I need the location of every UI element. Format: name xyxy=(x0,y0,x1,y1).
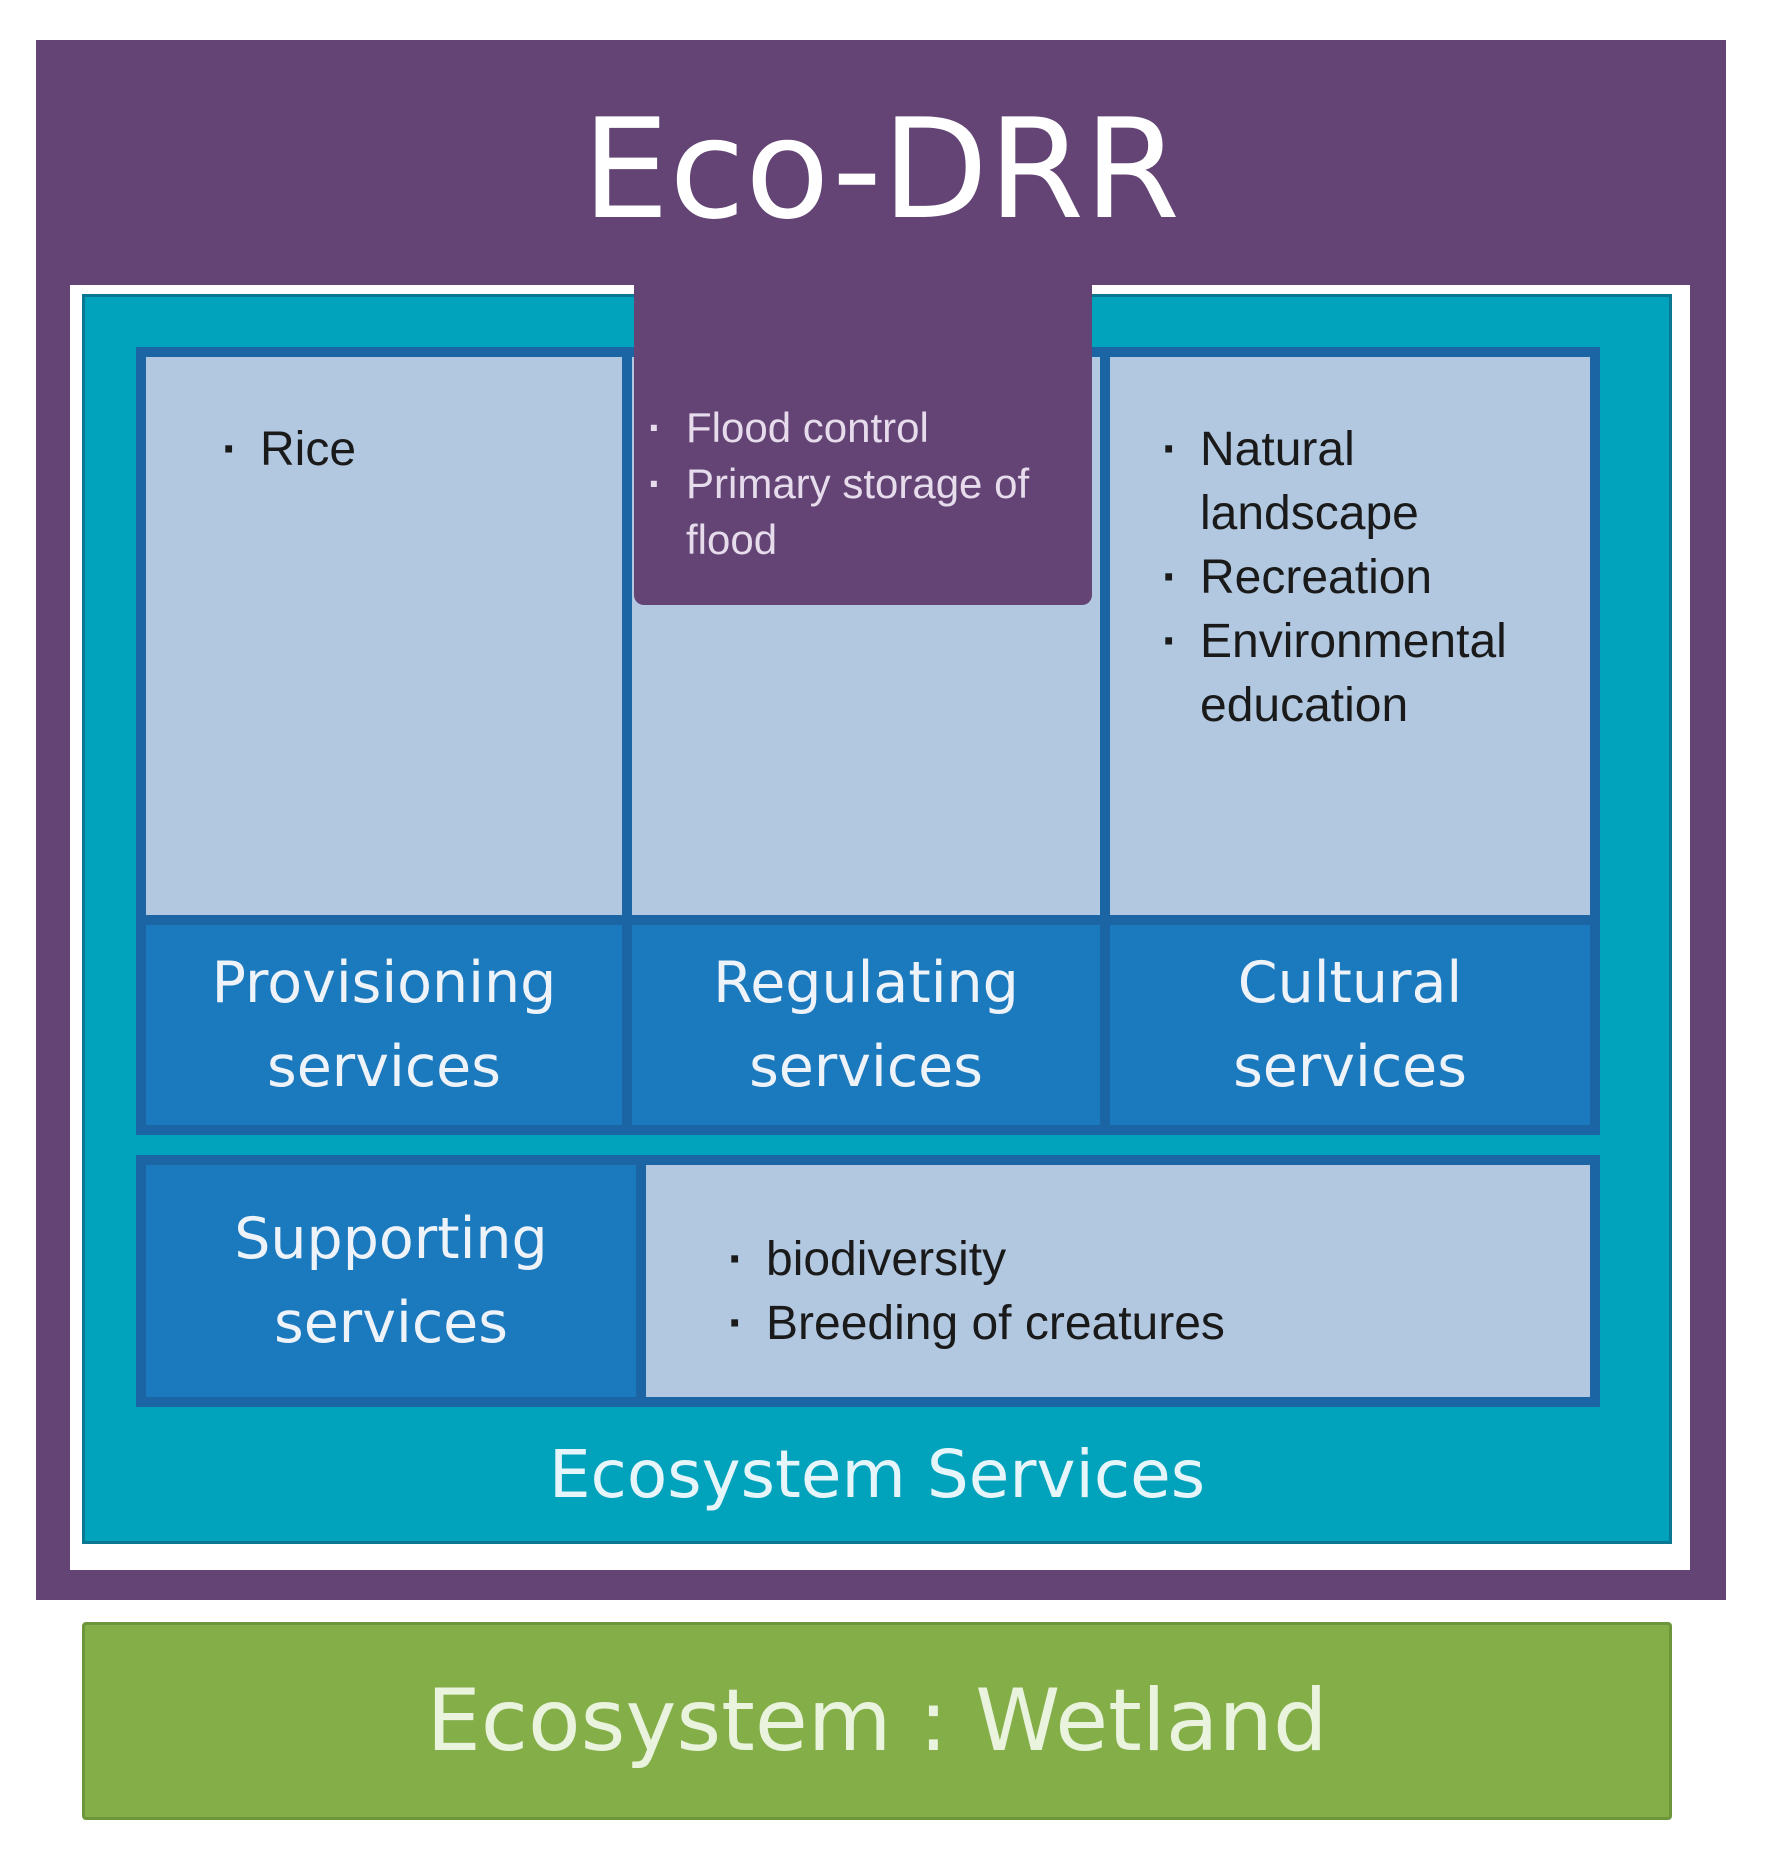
supporting-services-label: Supporting services xyxy=(146,1165,636,1397)
provisioning-items: Rice xyxy=(222,418,602,482)
label-line: Cultural xyxy=(1237,950,1463,1016)
label-line: services xyxy=(267,1034,501,1100)
list-item: Breeding of creatures xyxy=(728,1292,1548,1356)
label-line: services xyxy=(1233,1034,1467,1100)
label-line: Supporting xyxy=(234,1206,548,1272)
cultural-services-label: Cultural services xyxy=(1110,925,1590,1125)
list-item: Environmental education xyxy=(1162,610,1582,738)
ecosystem-services-label: Ecosystem Services xyxy=(548,1436,1206,1513)
regulating-items: Flood control Primary storage of flood xyxy=(648,400,1088,568)
label-line: services xyxy=(274,1290,508,1356)
label-line: services xyxy=(749,1034,983,1100)
list-item: Natural landscape xyxy=(1162,418,1582,546)
regulating-services-label: Regulating services xyxy=(632,925,1100,1125)
list-item: biodiversity xyxy=(728,1228,1548,1292)
list-item: Primary storage of flood xyxy=(648,456,1088,568)
list-item: Flood control xyxy=(648,400,1088,456)
label-line: Regulating xyxy=(713,950,1019,1016)
label-line: Provisioning xyxy=(211,950,557,1016)
cultural-items: Natural landscape Recreation Environment… xyxy=(1162,418,1582,738)
list-item: Recreation xyxy=(1162,546,1582,610)
list-item: Rice xyxy=(222,418,602,482)
eco-drr-title: Eco-DRR xyxy=(582,89,1180,250)
ecosystem-wetland-bar: Ecosystem : Wetland xyxy=(82,1622,1672,1820)
provisioning-services-label: Provisioning services xyxy=(146,925,622,1125)
supporting-items: biodiversity Breeding of creatures xyxy=(728,1228,1548,1356)
